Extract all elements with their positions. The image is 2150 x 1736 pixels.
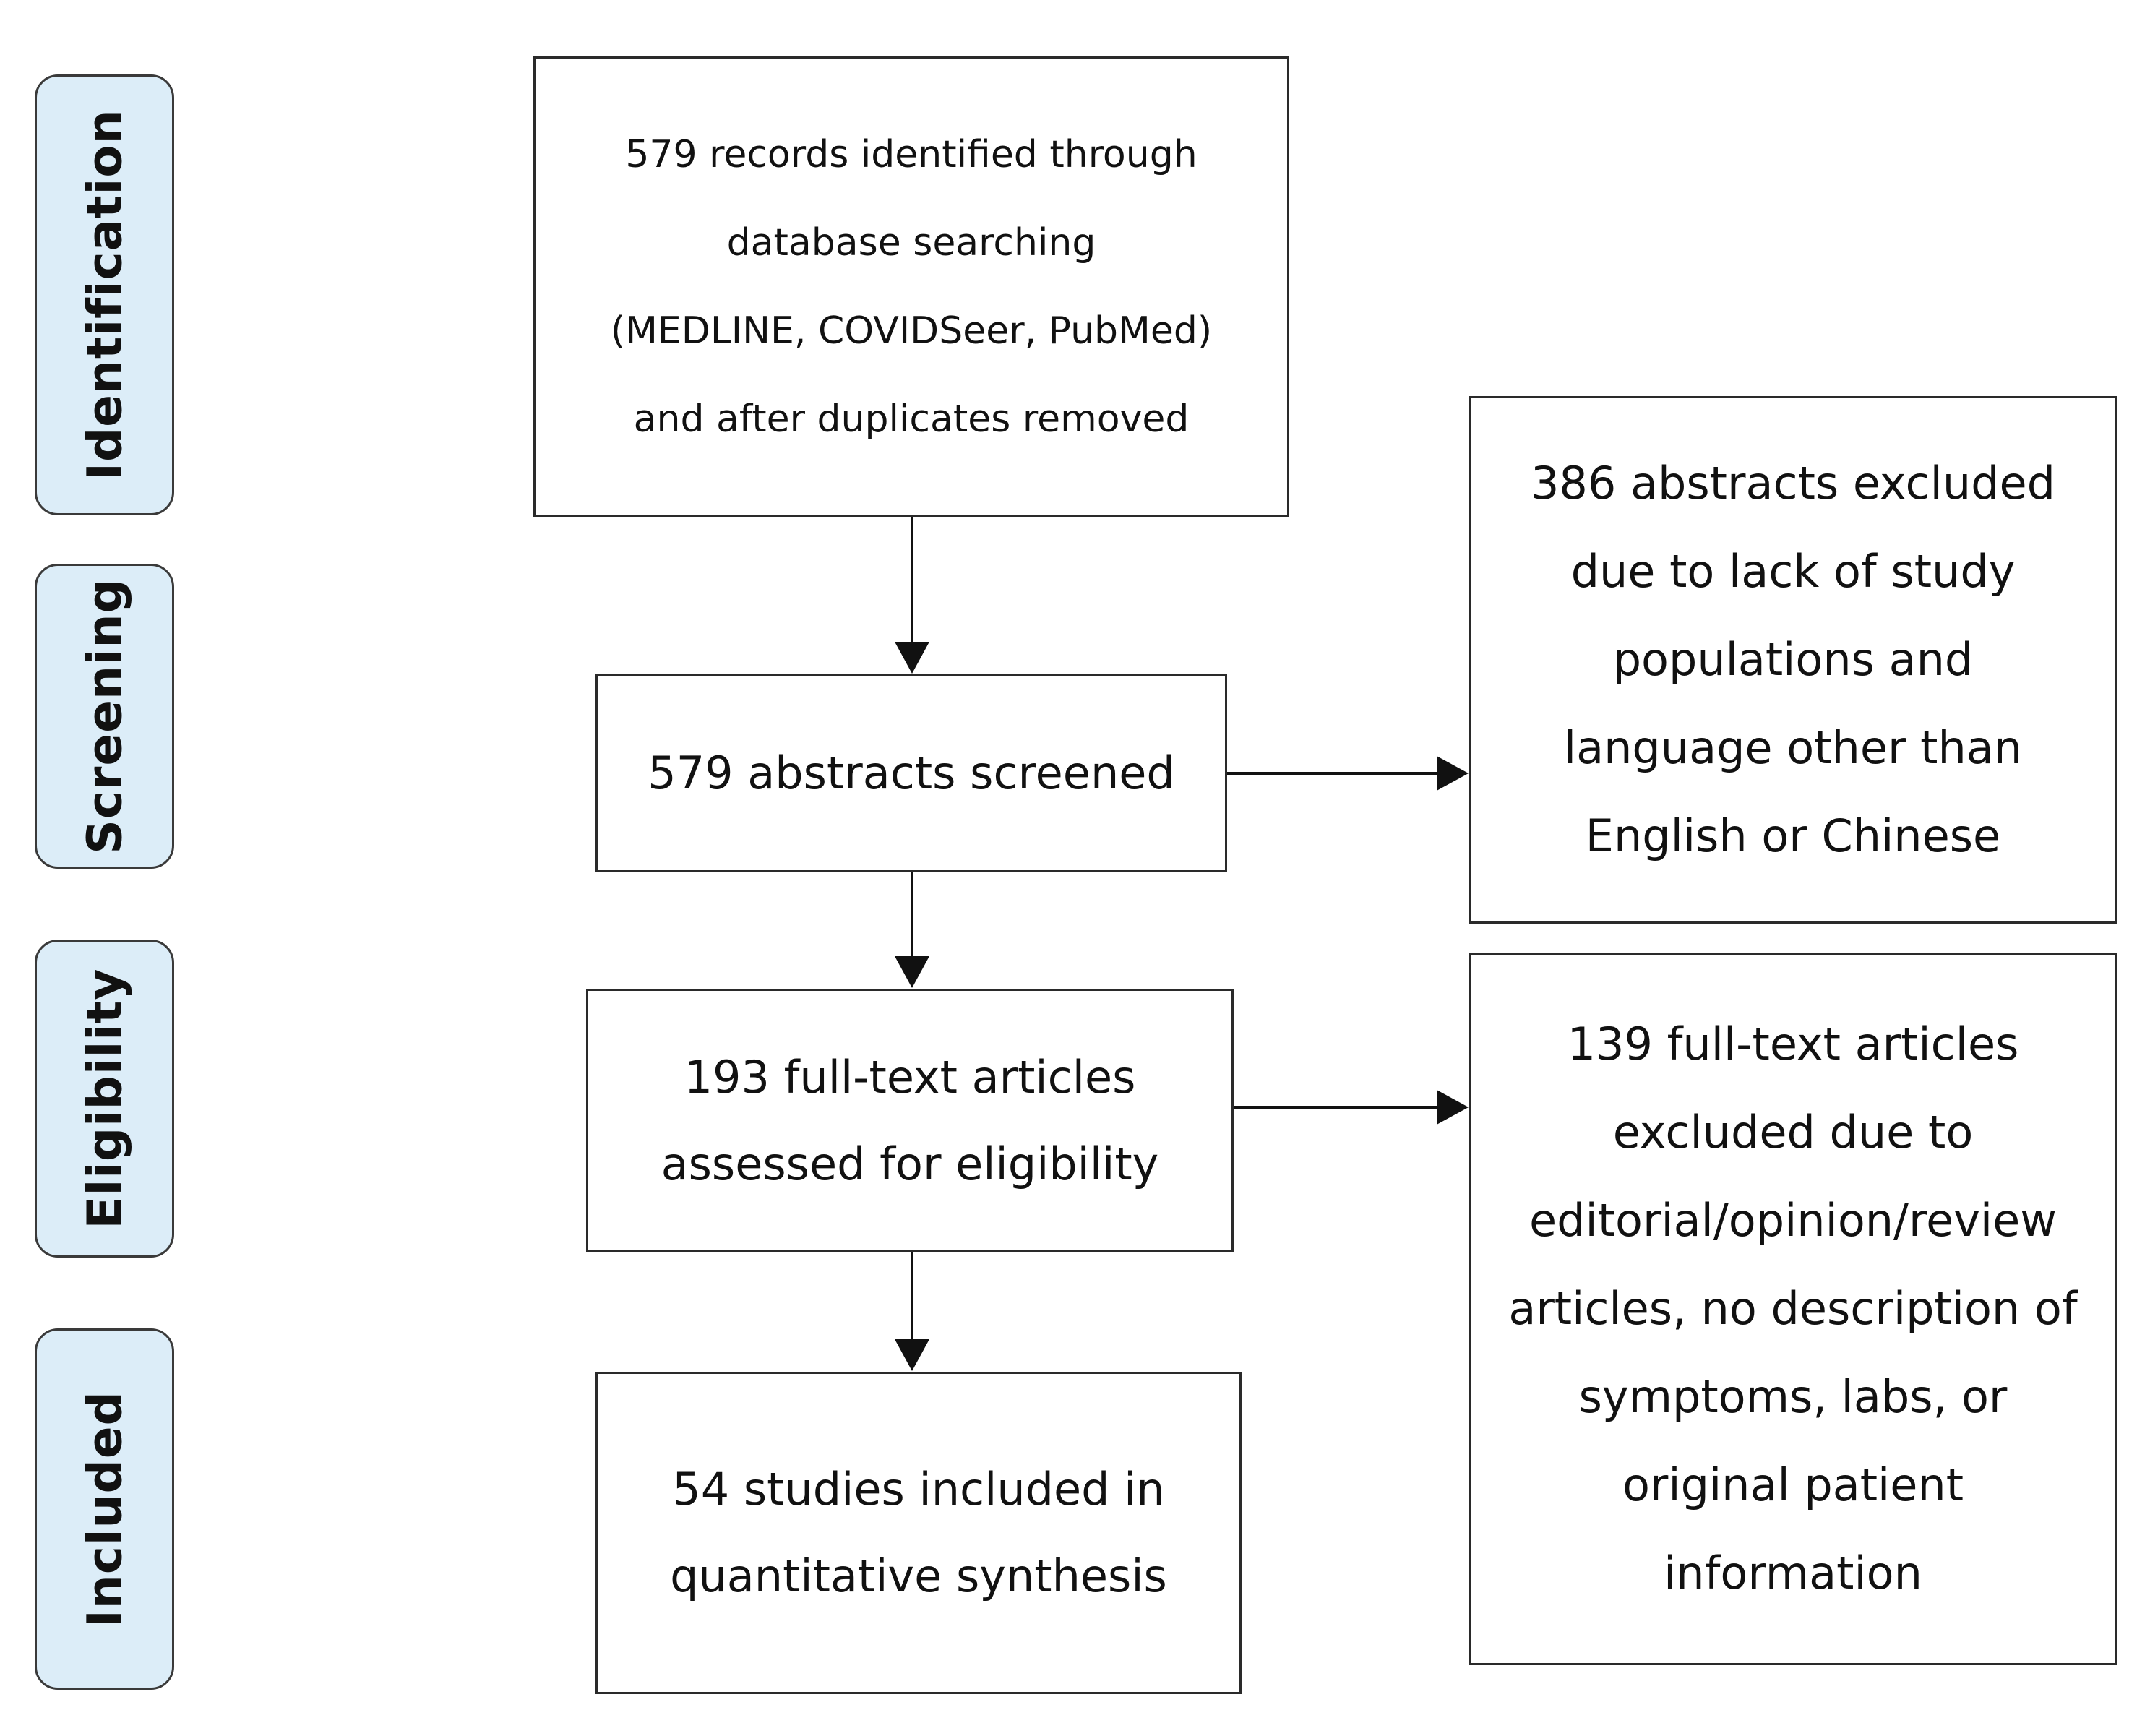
included-box: 54 studies included in quantitative synt… xyxy=(595,1372,1242,1694)
stage-eligibility: Eligibility xyxy=(35,940,174,1258)
excluded-fulltext-box: 139 full-text articles excluded due to e… xyxy=(1469,953,2117,1665)
identification-box: 579 records identified through database … xyxy=(533,56,1289,517)
eligibility-text: 193 full-text articles assessed for elig… xyxy=(661,1050,1159,1190)
stage-included: Included xyxy=(35,1328,174,1690)
included-text: 54 studies included in quantitative synt… xyxy=(670,1463,1167,1602)
stage-screening: Screening xyxy=(35,564,174,869)
arrowhead-eligibility-to-included xyxy=(895,1339,929,1371)
arrowhead-eligibility-to-excluded-fulltext xyxy=(1437,1090,1469,1125)
arrowhead-screening-to-excluded-abstracts xyxy=(1437,756,1469,791)
eligibility-box: 193 full-text articles assessed for elig… xyxy=(586,989,1234,1252)
screening-text: 579 abstracts screened xyxy=(648,747,1175,799)
arrowhead-screening-to-eligibility xyxy=(895,956,929,988)
excluded-fulltext-text: 139 full-text articles excluded due to e… xyxy=(1508,1018,2078,1599)
stage-identification: Identification xyxy=(35,74,174,515)
identification-text: 579 records identified through database … xyxy=(610,132,1213,441)
excluded-abstracts-box: 386 abstracts excluded due to lack of st… xyxy=(1469,396,2117,924)
excluded-abstracts-text: 386 abstracts excluded due to lack of st… xyxy=(1530,457,2056,862)
screening-box: 579 abstracts screened xyxy=(595,674,1227,872)
arrowhead-identification-to-screening xyxy=(895,642,929,674)
